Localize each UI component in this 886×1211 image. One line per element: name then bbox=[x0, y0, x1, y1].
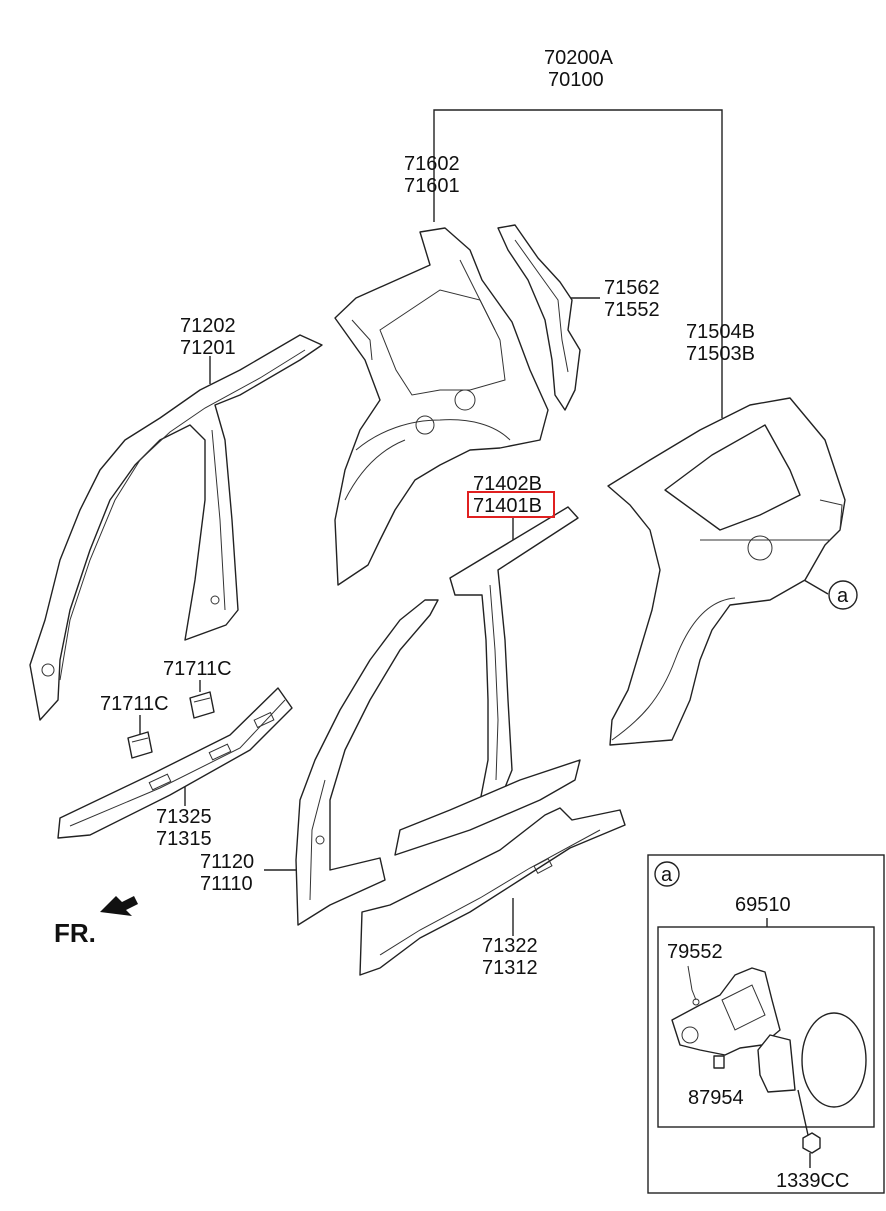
callout-a[interactable] bbox=[828, 580, 858, 610]
front-direction-arrow bbox=[100, 896, 138, 916]
svg-text:71401B: 71401B bbox=[473, 495, 542, 517]
svg-text:71504B: 71504B bbox=[686, 321, 755, 343]
quarter-inner-panel[interactable] bbox=[334, 227, 549, 586]
label-fuel-door-nut: 1339CC bbox=[776, 1170, 849, 1192]
svg-text:71601: 71601 bbox=[404, 175, 460, 197]
callout-a-label: a bbox=[837, 585, 849, 607]
label-sill-outer: 71322 71312 bbox=[482, 935, 538, 979]
front-direction-label: FR. bbox=[54, 918, 96, 948]
fuel-door-assy[interactable] bbox=[671, 967, 796, 1093]
svg-text:70100: 70100 bbox=[548, 69, 604, 91]
label-quarter-ext: 71562 71552 bbox=[604, 277, 660, 321]
inset-box bbox=[647, 854, 885, 1194]
svg-text:71201: 71201 bbox=[180, 337, 236, 359]
label-fuel-door-assy: 69510 bbox=[735, 894, 791, 916]
fuel-door-nut[interactable] bbox=[797, 1089, 821, 1168]
label-bracket-a: 71711C bbox=[163, 658, 232, 680]
label-center-pillar: 71402B 71401B bbox=[467, 473, 555, 518]
label-side-outer: 71120 71110 bbox=[200, 851, 254, 895]
fuel-door-spring[interactable] bbox=[687, 965, 700, 1006]
svg-text:71312: 71312 bbox=[482, 957, 538, 979]
label-sill-inner: 71325 71315 bbox=[156, 806, 212, 850]
fuel-door-bumper[interactable] bbox=[713, 1055, 725, 1069]
label-quarter-outer: 71504B 71503B bbox=[686, 321, 755, 365]
fuel-door-lid[interactable] bbox=[801, 1012, 867, 1108]
quarter-extension[interactable] bbox=[497, 224, 581, 411]
svg-text:71202: 71202 bbox=[180, 315, 236, 337]
label-bracket-b: 71711C bbox=[100, 693, 169, 715]
svg-text:71110: 71110 bbox=[200, 873, 253, 895]
svg-text:71402B: 71402B bbox=[473, 473, 542, 495]
side-outer-panel[interactable] bbox=[295, 599, 581, 926]
front-pillar-inner[interactable] bbox=[29, 334, 323, 721]
svg-text:71503B: 71503B bbox=[686, 343, 755, 365]
label-front-pillar: 71202 71201 bbox=[180, 315, 236, 359]
svg-text:71602: 71602 bbox=[404, 153, 460, 175]
label-top-assy: 70200A 70100 bbox=[544, 47, 614, 91]
svg-text:71322: 71322 bbox=[482, 935, 538, 957]
svg-text:71552: 71552 bbox=[604, 299, 660, 321]
sill-inner[interactable] bbox=[57, 687, 293, 839]
bracket-71711c-lower[interactable] bbox=[127, 731, 153, 759]
svg-text:71315: 71315 bbox=[156, 828, 212, 850]
inset-ref-label: a bbox=[661, 864, 673, 886]
label-fuel-door-spring: 79552 bbox=[667, 941, 723, 963]
svg-text:71120: 71120 bbox=[200, 851, 254, 873]
bracket-71711c-upper[interactable] bbox=[189, 691, 215, 719]
svg-text:71562: 71562 bbox=[604, 277, 660, 299]
label-quarter-inner: 71602 71601 bbox=[404, 153, 460, 197]
sill-outer[interactable] bbox=[359, 807, 626, 976]
label-fuel-door-bumper: 87954 bbox=[688, 1087, 744, 1109]
svg-text:71325: 71325 bbox=[156, 806, 212, 828]
highlight-box bbox=[467, 491, 555, 518]
quarter-outer-panel[interactable] bbox=[607, 397, 846, 746]
center-pillar[interactable] bbox=[449, 506, 579, 813]
svg-text:70200A: 70200A bbox=[544, 47, 614, 69]
